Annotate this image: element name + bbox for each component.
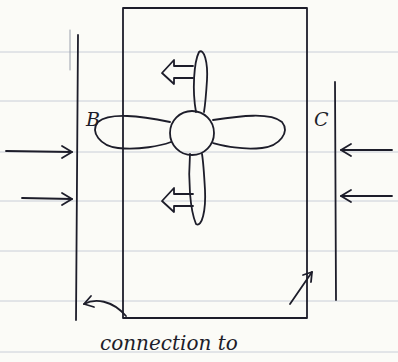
airflow-arrow — [341, 149, 392, 151]
fan-blade-bottom — [189, 154, 205, 225]
arrowhead — [341, 144, 351, 156]
arrowhead — [84, 296, 94, 307]
fan-blade-left — [95, 116, 171, 149]
airflow-arrow — [6, 151, 72, 152]
housing-outline — [123, 8, 307, 318]
point-label: C — [314, 110, 329, 129]
point-label: B — [86, 110, 100, 129]
fan-blade-right — [213, 116, 285, 149]
fan-hub — [170, 111, 214, 155]
margin-mark — [70, 30, 71, 70]
paper-rules — [0, 52, 398, 352]
leader-arc — [84, 301, 126, 316]
fan-blade-top — [194, 51, 207, 112]
flow-arrow-open — [162, 60, 193, 84]
flow-arrow-open — [162, 188, 193, 212]
note-text: connection to — [100, 333, 238, 353]
airflow-arrow — [341, 195, 392, 197]
arrowhead — [62, 193, 72, 205]
airflow-arrow — [22, 198, 72, 199]
arrowhead — [303, 272, 312, 282]
leader-line — [290, 272, 312, 304]
boundary-line — [335, 82, 336, 300]
arrowhead — [341, 190, 351, 202]
arrowhead — [62, 146, 72, 158]
boundary-line — [76, 35, 78, 320]
